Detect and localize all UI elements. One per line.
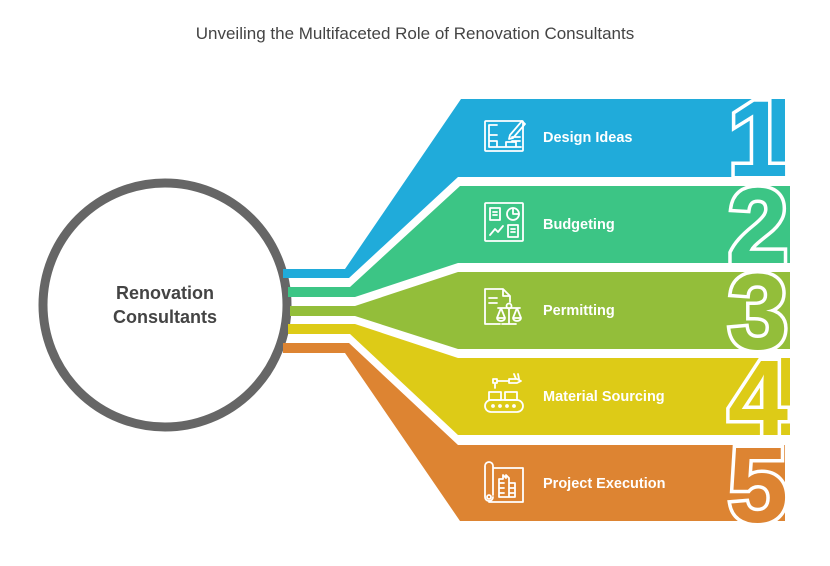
band-1	[283, 99, 785, 278]
blueprint-pencil-icon	[484, 120, 526, 152]
item-design-ideas: Design Ideas 1	[283, 75, 792, 278]
item-number: 2	[728, 165, 788, 286]
item-number: 1	[728, 78, 788, 199]
item-number: 4	[728, 337, 788, 458]
item-number: 3	[728, 251, 788, 372]
item-label: Design Ideas	[543, 130, 632, 146]
band-4	[288, 324, 790, 435]
center-label-line2: Consultants	[113, 307, 217, 327]
diagram-title: Unveiling the Multifaceted Role of Renov…	[195, 24, 635, 43]
item-label: Budgeting	[543, 217, 615, 233]
item-material-sourcing: Material Sourcing 4	[288, 324, 792, 462]
document-scales-icon	[484, 288, 522, 325]
center-circle	[38, 178, 292, 432]
item-label: Material Sourcing	[543, 389, 665, 405]
item-permitting: Permitting 3	[290, 248, 792, 376]
band-2	[288, 186, 790, 297]
item-number: 5	[728, 424, 788, 545]
budget-dashboard-icon	[484, 202, 524, 242]
blueprint-roll-icon	[484, 461, 524, 503]
item-label: Project Execution	[543, 476, 665, 492]
center-label-line1: Renovation	[116, 283, 214, 303]
item-project-execution: Project Execution 5	[283, 343, 792, 549]
item-budgeting: Budgeting 2	[288, 162, 792, 297]
band-3	[290, 272, 790, 349]
item-label: Permitting	[543, 303, 615, 319]
band-5	[283, 343, 785, 521]
conveyor-robot-arm-icon	[484, 373, 524, 413]
